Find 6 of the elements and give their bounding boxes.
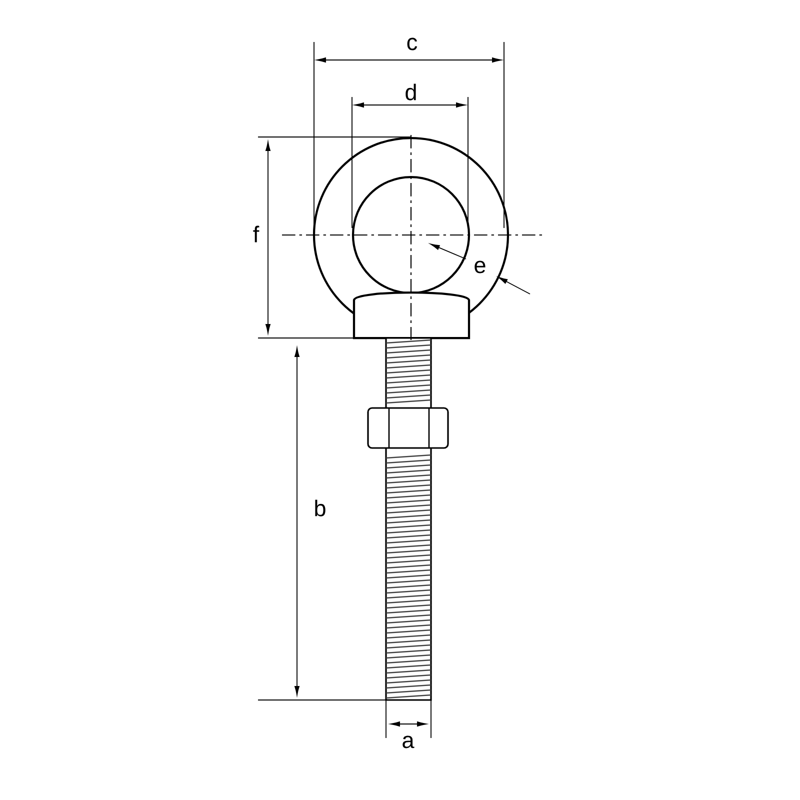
dimension-label: c (407, 38, 418, 50)
dimension-label: f (253, 226, 260, 242)
dimension-label: b (315, 500, 326, 516)
dimension-label: d (406, 84, 416, 100)
dimension-label: e (474, 260, 486, 274)
dimension-label: a (402, 736, 414, 748)
